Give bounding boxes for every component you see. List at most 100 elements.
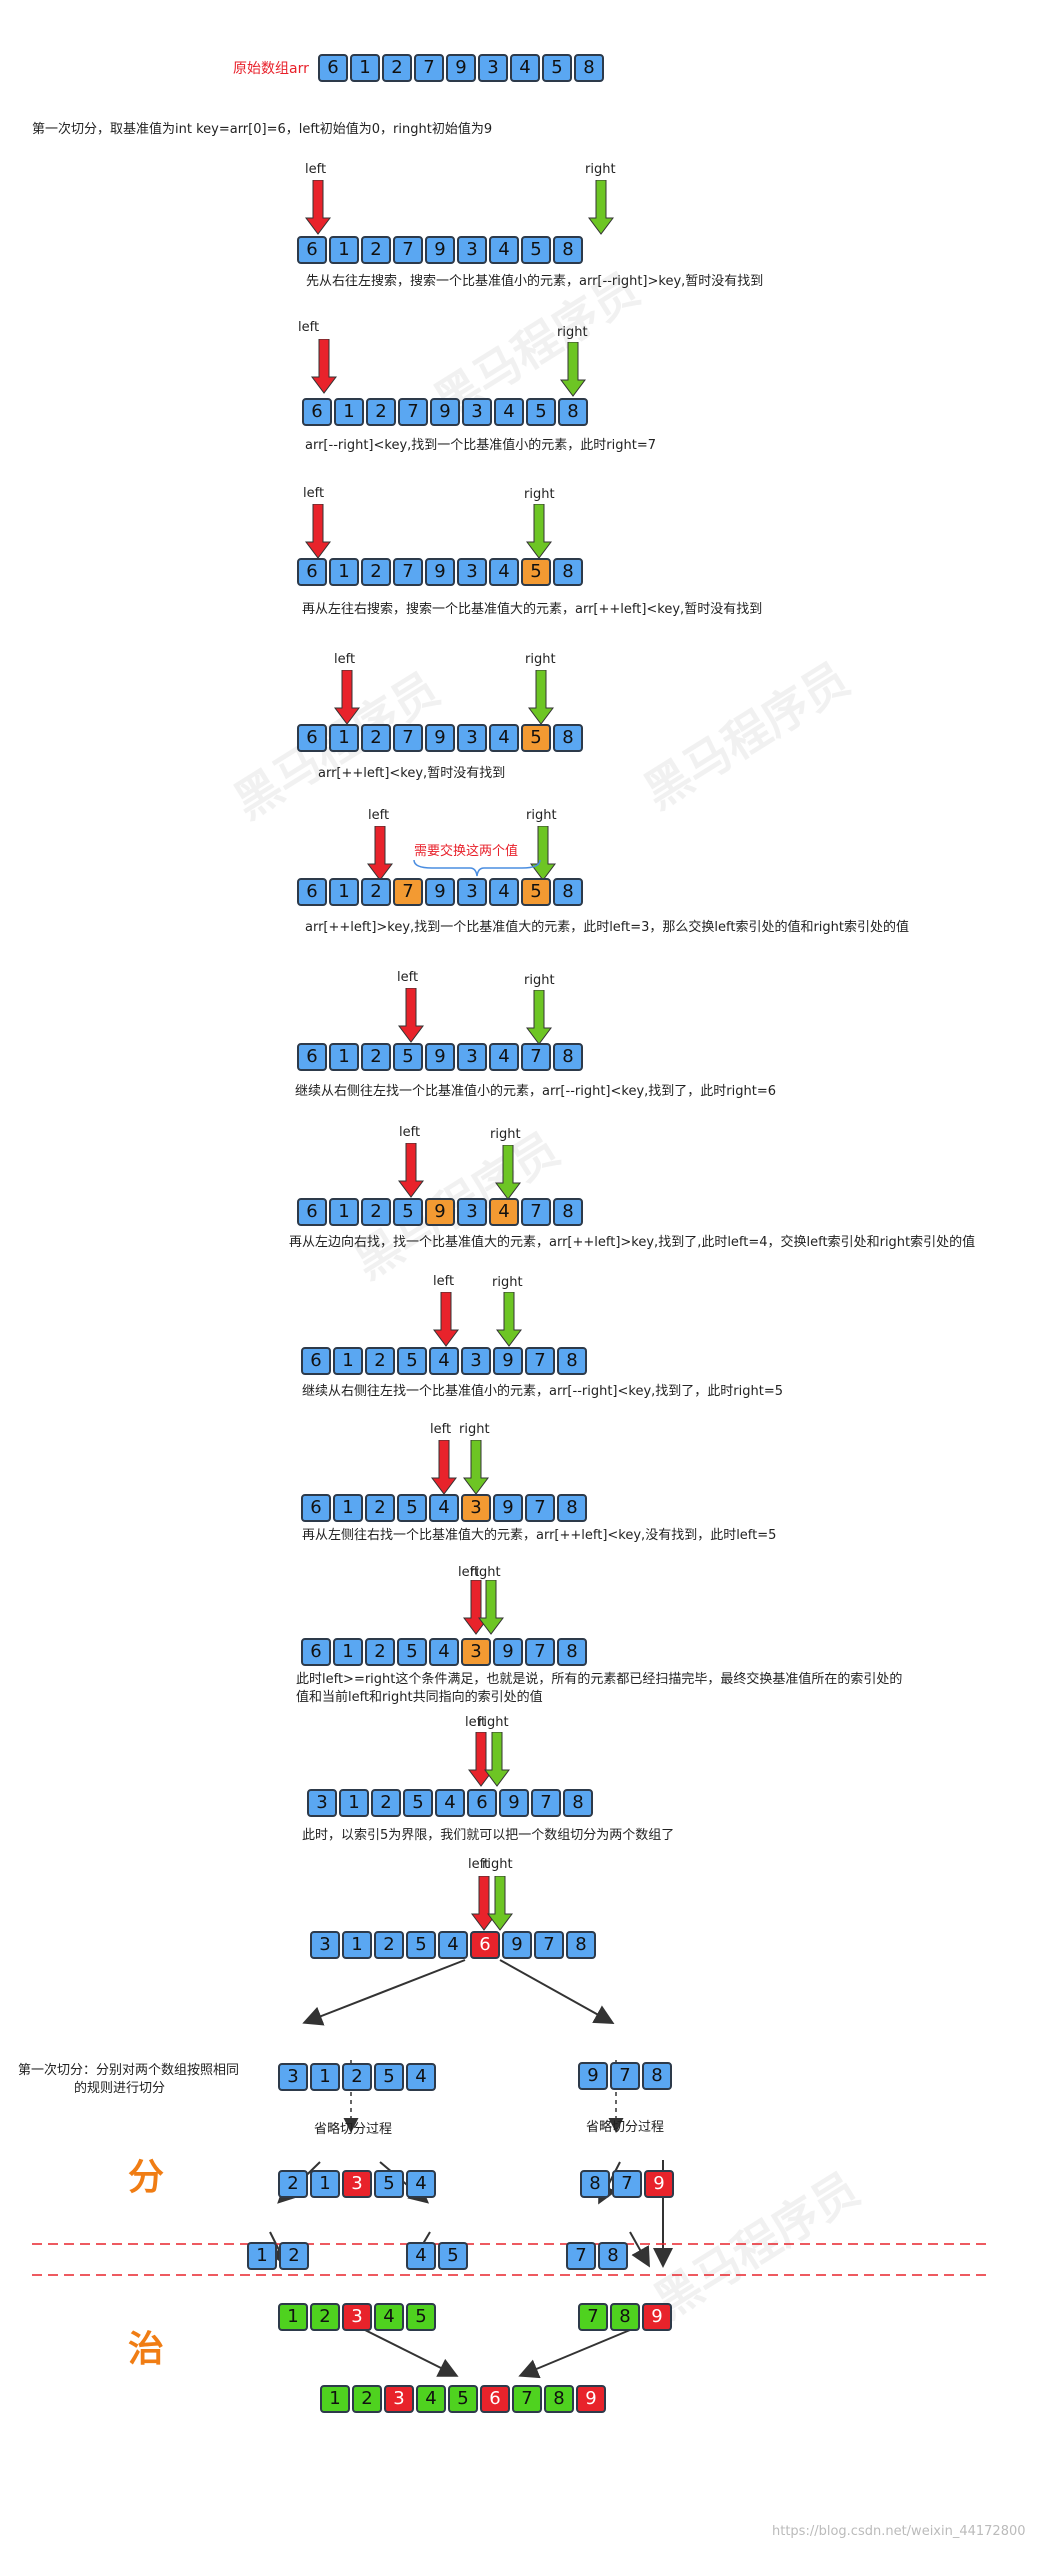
array-cell: 2: [361, 1198, 391, 1226]
array-cell: 3: [457, 558, 487, 586]
left-label: left: [465, 1715, 487, 1730]
array-cell: 6: [480, 2385, 510, 2413]
array-cell: 5: [448, 2385, 478, 2413]
array-cell: 8: [553, 558, 583, 586]
array-cell: 4: [489, 558, 519, 586]
left-arrow: [431, 1440, 457, 1495]
divide-title: 分: [128, 2157, 165, 2198]
right-arrow: [487, 1876, 513, 1931]
array-cell: 3: [384, 2385, 414, 2413]
caption-8: 继续从右侧往左找一个比基准值小的元素，arr[--right]<key,找到了，…: [302, 1384, 783, 1399]
left-label: left: [468, 1857, 490, 1872]
caption-3: 再从左往右搜索，搜索一个比基准值大的元素，arr[++left]<key,暂时没…: [302, 602, 763, 617]
array-cell: 4: [429, 1494, 459, 1522]
array-cell: 7: [512, 2385, 542, 2413]
array-cell: 7: [393, 236, 423, 264]
array-cell: 4: [510, 54, 540, 82]
array-cell: 9: [425, 724, 455, 752]
array-cell: 5: [374, 2170, 404, 2198]
left-label: left: [399, 1125, 421, 1140]
array-cell: 6: [301, 1638, 331, 1666]
array-cell: 1: [334, 398, 364, 426]
omit-label-right: 省略切分过程: [586, 2120, 665, 2135]
array-cell: 9: [576, 2385, 606, 2413]
array-cell: 4: [489, 1198, 519, 1226]
array-cell: 1: [329, 1198, 359, 1226]
array-cell: 2: [365, 1347, 395, 1375]
array-cell: 8: [642, 2062, 672, 2090]
left-arrow: [305, 504, 331, 559]
caption-11: 此时，以索引5为界限，我们就可以把一个数组切分为两个数组了: [302, 1828, 675, 1843]
array-cell: 6: [470, 1931, 500, 1959]
left-label: left: [430, 1422, 452, 1437]
array-cell: 7: [393, 724, 423, 752]
array-cell: 2: [361, 1043, 391, 1071]
array-cell: 2: [374, 1931, 404, 1959]
array-cell: 5: [393, 1043, 423, 1071]
right-arrow: [496, 1292, 522, 1347]
array-cell: 5: [521, 236, 551, 264]
array-cell: 1: [339, 1789, 369, 1817]
step1-title: 第一次切分，取基准值为int key=arr[0]=6，left初始值为0，ri…: [32, 122, 493, 137]
array-cell: 5: [521, 558, 551, 586]
array-cell: 4: [374, 2303, 404, 2331]
array-cell: 4: [429, 1347, 459, 1375]
array-cell: 5: [526, 398, 556, 426]
array-cell: 3: [342, 2303, 372, 2331]
array-cell: 7: [534, 1931, 564, 1959]
left-label: left: [397, 970, 419, 985]
left-label: left: [305, 162, 327, 177]
caption-4: arr[++left]<key,暂时没有找到: [318, 766, 506, 781]
omit-label-left: 省略切分过程: [314, 2122, 393, 2137]
array-cell: 5: [406, 1931, 436, 1959]
left-label: left: [458, 1565, 480, 1580]
caption-10a: 此时left>=right这个条件满足，也就是说，所有的元素都已经扫描完毕，最终…: [296, 1672, 903, 1687]
array-cell: 1: [333, 1494, 363, 1522]
split-note-1: 第一次切分：分别对两个数组按照相同: [18, 2063, 240, 2078]
array-cell: 1: [278, 2303, 308, 2331]
array-cell: 6: [467, 1789, 497, 1817]
array-cell: 8: [580, 2170, 610, 2198]
array-cell: 3: [307, 1789, 337, 1817]
array-cell: 8: [553, 236, 583, 264]
array-cell: 2: [310, 2303, 340, 2331]
array-cell: 1: [342, 1931, 372, 1959]
swap-brace: [413, 859, 541, 877]
array-cell: 9: [425, 878, 455, 906]
array-cell: 5: [397, 1494, 427, 1522]
array-cell: 2: [365, 1494, 395, 1522]
array-cell: 2: [361, 878, 391, 906]
array-cell: 9: [493, 1347, 523, 1375]
array-cell: 8: [610, 2303, 640, 2331]
array-cell: 9: [642, 2303, 672, 2331]
left-arrow: [311, 339, 337, 394]
array-cell: 3: [457, 1043, 487, 1071]
array-cell: 9: [644, 2170, 674, 2198]
array-cell: 6: [301, 1494, 331, 1522]
array-cell: 2: [361, 236, 391, 264]
array-cell: 3: [457, 236, 487, 264]
left-label: left: [368, 808, 390, 823]
array-cell: 7: [521, 1198, 551, 1226]
array-cell: 7: [612, 2170, 642, 2198]
array-cell: 3: [461, 1638, 491, 1666]
array-cell: 5: [521, 724, 551, 752]
array-cell: 7: [525, 1494, 555, 1522]
array-cell: 9: [493, 1638, 523, 1666]
right-arrow: [526, 990, 552, 1045]
array-cell: 7: [414, 54, 444, 82]
array-cell: 2: [278, 2170, 308, 2198]
array-cell: 8: [553, 1043, 583, 1071]
need-swap-label: 需要交换这两个值: [414, 844, 519, 859]
array-cell: 5: [397, 1347, 427, 1375]
array-cell: 1: [350, 54, 380, 82]
left-arrow: [433, 1292, 459, 1347]
array-cell: 2: [361, 724, 391, 752]
array-cell: 3: [278, 2063, 308, 2091]
left-label: left: [334, 652, 356, 667]
caption-2: arr[--right]<key,找到一个比基准值小的元素，此时right=7: [305, 438, 656, 453]
array-cell: 2: [361, 558, 391, 586]
right-arrow: [528, 670, 554, 725]
